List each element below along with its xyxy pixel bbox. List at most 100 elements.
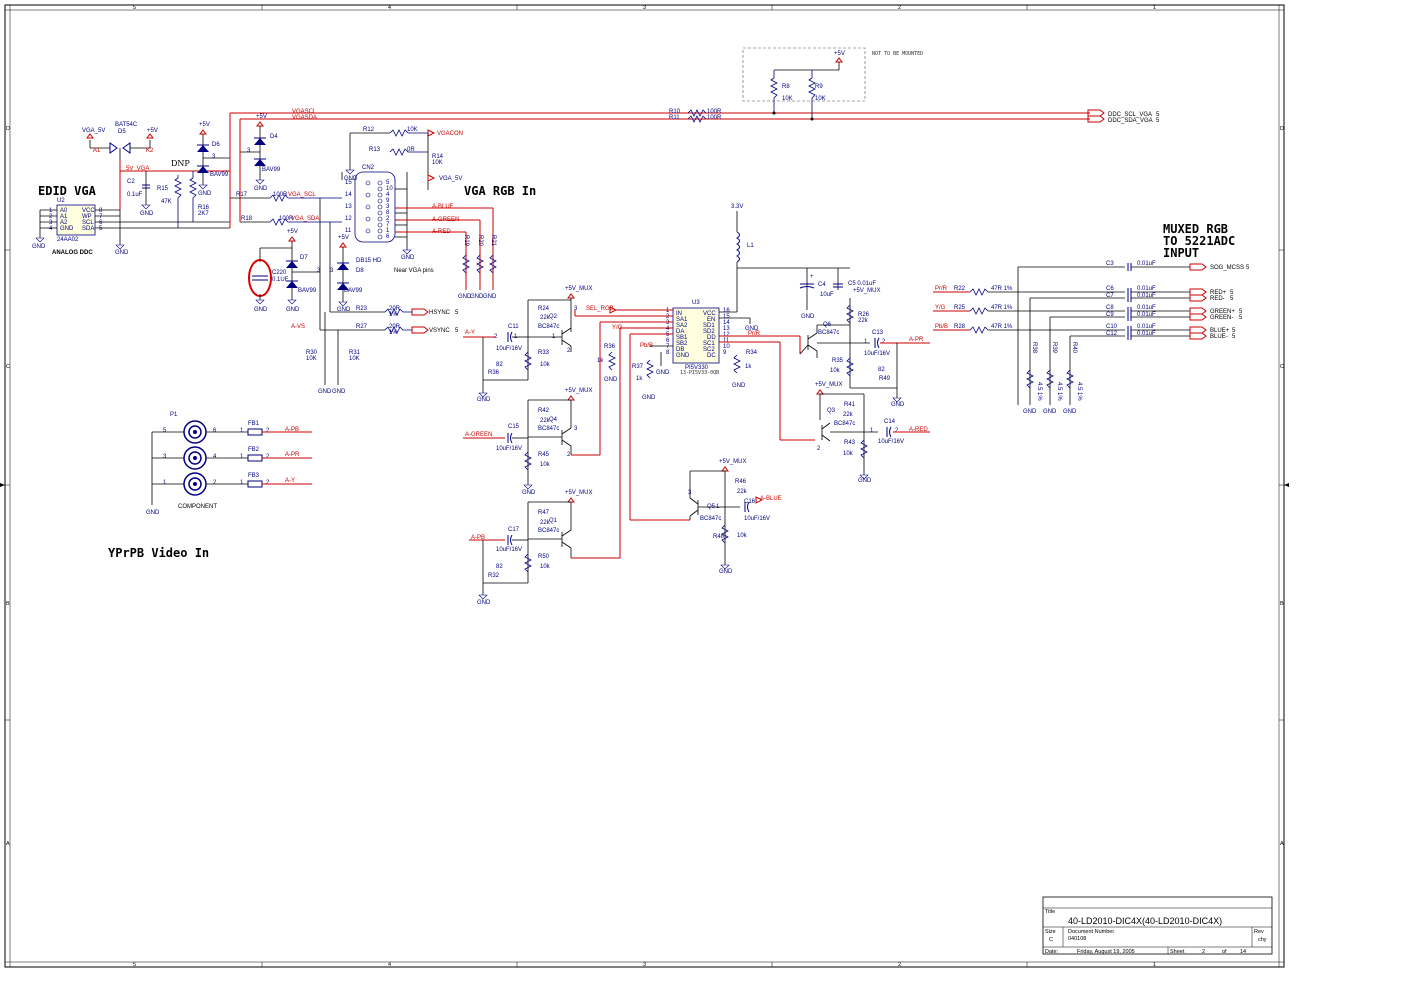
svg-text:2: 2 bbox=[666, 314, 670, 320]
svg-text:1: 1 bbox=[386, 228, 390, 234]
svg-text:13: 13 bbox=[345, 204, 352, 210]
svg-text:R48: R48 bbox=[713, 534, 725, 540]
size-value: C bbox=[1049, 937, 1053, 943]
border-col-3: 3 bbox=[643, 5, 646, 11]
svg-text:R36: R36 bbox=[604, 344, 616, 350]
svg-text:7: 7 bbox=[666, 344, 670, 350]
svg-text:A-BLUE: A-BLUE bbox=[432, 204, 454, 210]
svg-text:A-PB: A-PB bbox=[471, 535, 485, 541]
svg-text:GND: GND bbox=[858, 478, 872, 484]
svg-text:4: 4 bbox=[49, 226, 53, 232]
svg-text:0.01uF: 0.01uF bbox=[1137, 286, 1156, 292]
svg-text:GREEN+: GREEN+ bbox=[1210, 309, 1235, 315]
svg-text:3: 3 bbox=[247, 148, 251, 154]
svg-text:1: 1 bbox=[240, 480, 244, 486]
svg-text:1k: 1k bbox=[597, 358, 604, 364]
svg-text:R8: R8 bbox=[782, 84, 790, 90]
svg-text:5: 5 bbox=[666, 332, 670, 338]
svg-text:GND: GND bbox=[604, 377, 618, 383]
svg-text:2: 2 bbox=[895, 428, 899, 434]
svg-text:1: 1 bbox=[49, 208, 53, 214]
svg-text:A-PB: A-PB bbox=[285, 427, 299, 433]
border-col-4: 4 bbox=[388, 5, 391, 11]
svg-text:R25: R25 bbox=[954, 305, 966, 311]
svg-text:47R 1%: 47R 1% bbox=[991, 286, 1013, 292]
svg-text:5: 5 bbox=[1232, 328, 1236, 334]
svg-text:GND: GND bbox=[1063, 409, 1077, 415]
svg-text:VSYNC: VSYNC bbox=[429, 328, 450, 334]
svg-text:10uF/16V: 10uF/16V bbox=[744, 516, 770, 522]
svg-text:SC2: SC2 bbox=[703, 347, 715, 353]
svg-text:3: 3 bbox=[574, 306, 578, 312]
svg-text:SA1: SA1 bbox=[676, 317, 688, 323]
svg-text:14: 14 bbox=[345, 192, 352, 198]
svg-text:10: 10 bbox=[386, 186, 393, 192]
svg-text:C6: C6 bbox=[1106, 286, 1114, 292]
svg-text:SC1: SC1 bbox=[703, 341, 715, 347]
component-label: COMPONENT bbox=[178, 504, 217, 510]
svg-text:4.5 1%: 4.5 1% bbox=[1036, 382, 1042, 401]
svg-text:0.01uF: 0.01uF bbox=[1137, 324, 1156, 330]
svg-text:3: 3 bbox=[688, 490, 692, 496]
svg-text:5: 5 bbox=[1232, 334, 1236, 340]
svg-text:3: 3 bbox=[317, 268, 321, 274]
svg-text:SB1: SB1 bbox=[676, 335, 688, 341]
svg-text:7: 7 bbox=[386, 222, 390, 228]
svg-text:GND: GND bbox=[32, 244, 46, 250]
svg-text:8: 8 bbox=[666, 350, 670, 356]
svg-text:R40: R40 bbox=[1071, 342, 1077, 354]
svg-text:47R 1%: 47R 1% bbox=[991, 324, 1013, 330]
svg-text:GND: GND bbox=[1023, 409, 1037, 415]
svg-text:10K: 10K bbox=[306, 356, 317, 362]
svg-text:HSYNC: HSYNC bbox=[429, 310, 451, 316]
svg-text:GND: GND bbox=[401, 255, 415, 261]
svg-text:0.1UF: 0.1UF bbox=[272, 277, 289, 283]
svg-text:GND: GND bbox=[458, 294, 472, 300]
svg-text:3: 3 bbox=[386, 204, 390, 210]
svg-text:R43: R43 bbox=[844, 440, 856, 446]
svg-text:R39: R39 bbox=[1051, 342, 1057, 354]
svg-text:100R: 100R bbox=[707, 109, 722, 115]
heading-muxed-1: MUXED RGB bbox=[1163, 222, 1228, 236]
svg-text:0.01uF: 0.01uF bbox=[1137, 261, 1156, 267]
svg-text:A-Y: A-Y bbox=[465, 330, 475, 336]
heading-edid-vga: EDID VGA bbox=[38, 184, 97, 198]
svg-text:0.01uF: 0.01uF bbox=[1137, 293, 1156, 299]
svg-text:VCC: VCC bbox=[703, 311, 716, 317]
svg-text:+5V_MUX: +5V_MUX bbox=[853, 288, 881, 294]
svg-text:13-PI5V33-0QB: 13-PI5V33-0QB bbox=[680, 370, 719, 376]
svg-text:1k: 1k bbox=[636, 376, 643, 382]
svg-text:SB2: SB2 bbox=[676, 341, 688, 347]
svg-text:R20: R20 bbox=[477, 235, 483, 247]
svg-text:GND: GND bbox=[801, 314, 815, 320]
svg-text:10k: 10k bbox=[540, 362, 551, 368]
svg-text:Pr/R: Pr/R bbox=[935, 286, 948, 292]
of-label: of bbox=[1222, 949, 1227, 955]
svg-text:GND: GND bbox=[477, 600, 491, 606]
svg-text:3: 3 bbox=[666, 320, 670, 326]
svg-text:C3: C3 bbox=[1106, 261, 1114, 267]
svg-text:+5V: +5V bbox=[256, 114, 267, 120]
svg-text:82: 82 bbox=[878, 367, 885, 373]
svg-text:4.5 1%: 4.5 1% bbox=[1076, 382, 1082, 401]
svg-text:R14: R14 bbox=[432, 154, 444, 160]
svg-text:3: 3 bbox=[330, 268, 334, 274]
svg-text:R18: R18 bbox=[241, 216, 253, 222]
svg-text:GND: GND bbox=[656, 370, 670, 376]
svg-text:GND: GND bbox=[477, 397, 491, 403]
svg-text:R19: R19 bbox=[463, 235, 469, 247]
svg-text:C7: C7 bbox=[1106, 293, 1114, 299]
svg-text:0.01uF: 0.01uF bbox=[1137, 305, 1156, 311]
svg-text:GND: GND bbox=[1043, 409, 1057, 415]
svg-text:R37: R37 bbox=[632, 364, 644, 370]
svg-text:FB3: FB3 bbox=[248, 473, 260, 479]
svg-text:5: 5 bbox=[99, 226, 103, 232]
svg-text:A-RED: A-RED bbox=[909, 427, 928, 433]
svg-text:GND: GND bbox=[286, 307, 300, 313]
c220-highlight-ring bbox=[248, 259, 272, 297]
svg-text:GND: GND bbox=[318, 389, 332, 395]
svg-text:R32: R32 bbox=[488, 573, 500, 579]
svg-text:+: + bbox=[810, 274, 814, 280]
svg-text:0.1uF: 0.1uF bbox=[127, 192, 143, 198]
svg-text:R26: R26 bbox=[858, 312, 870, 318]
